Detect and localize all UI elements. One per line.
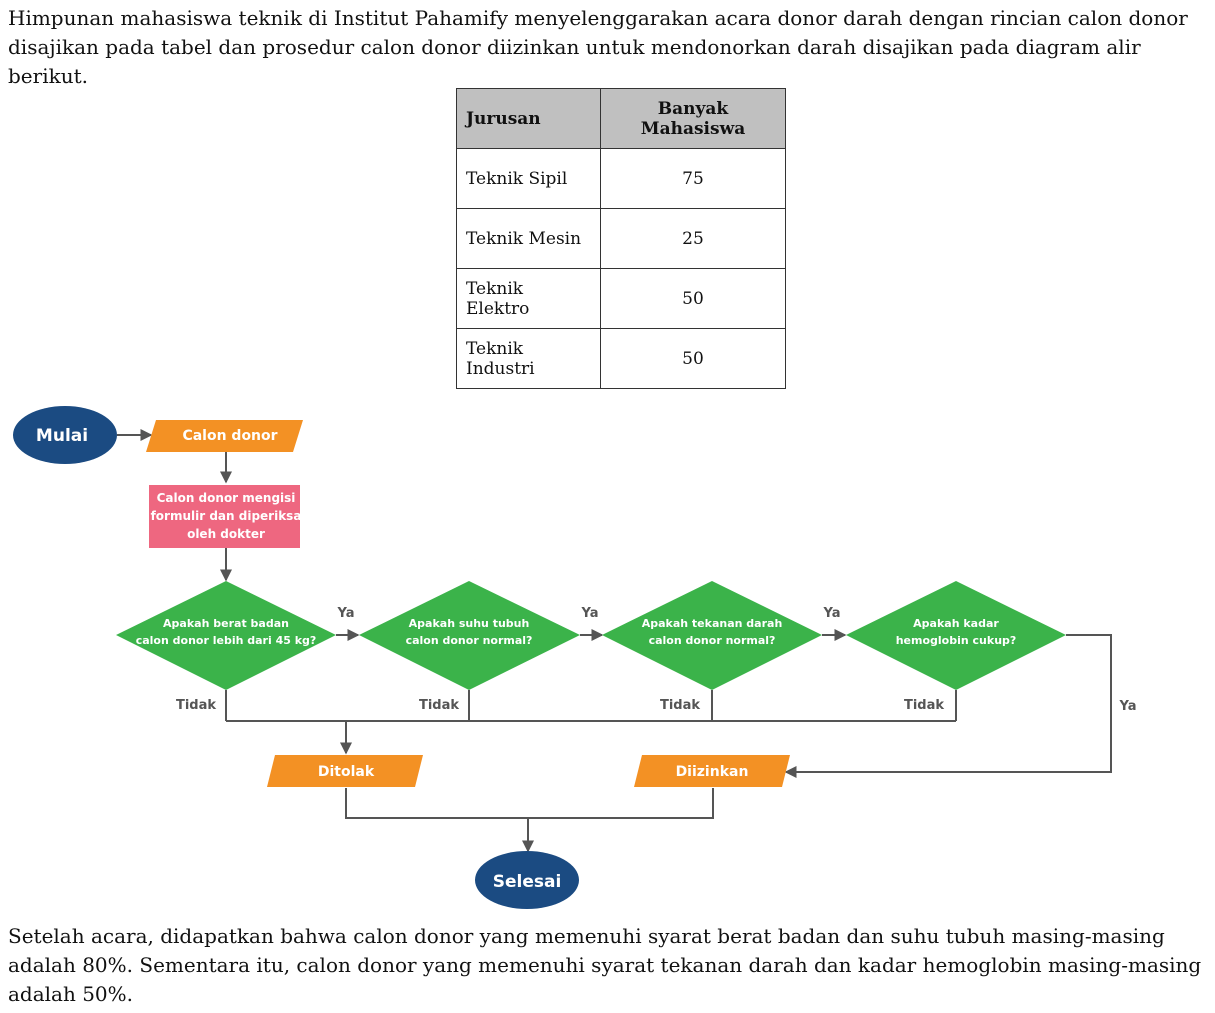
rejected-label: Ditolak [318,764,375,780]
column-header-banyak: Banyak Mahasiswa [600,88,786,149]
input-label: Calon donor [182,428,277,444]
decision4-line2: hemoglobin cukup? [896,634,1017,647]
start-label: Mulai [36,426,88,446]
no-label-d1: Tidak [176,698,216,713]
input-calon-donor [146,420,303,452]
count-cell: 50 [600,268,786,329]
jurusan-cell: Teknik Mesin [456,208,601,269]
line-rejected-allowed-join [345,788,714,819]
flowchart: Mulai Calon donor Calon donor mengisi fo… [13,406,1137,909]
table-row: Teknik Industri 50 [456,328,786,389]
process-label-line2: formulir dan diperiksa [151,509,302,523]
end-terminal [475,851,579,909]
decision4-line1: Apakah kadar [913,617,999,630]
table-row: Teknik Elektro 50 [456,268,786,329]
no-label-d3: Tidak [660,698,700,713]
yes-label-d1: Ya [337,606,355,621]
decision-suhu-tubuh [359,581,580,690]
process-label-line3: oleh dokter [187,527,265,541]
end-label: Selesai [493,872,562,892]
decision3-line1: Apakah tekanan darah [642,617,783,630]
table-row: Teknik Mesin 25 [456,208,786,269]
intro-paragraph: Himpunan mahasiswa teknik di Institut Pa… [8,6,1188,88]
yes-label-d3: Ya [823,606,841,621]
decision-berat-badan [116,581,336,690]
count-cell: 25 [600,208,786,269]
decision1-line2: calon donor lebih dari 45 kg? [136,634,317,647]
yes-label-d4: Ya [1119,699,1137,714]
arrow-d4-yes-to-allowed [784,634,1112,778]
student-table: Jurusan Banyak Mahasiswa Teknik Sipil 75… [456,88,786,389]
count-cell: 50 [600,328,786,389]
output-diizinkan [634,755,790,787]
decision3-line2: calon donor normal? [649,634,776,647]
decision-tekanan-darah [602,581,822,690]
jurusan-cell: Teknik Industri [456,328,601,389]
start-terminal [13,406,117,464]
output-ditolak [267,755,423,787]
process-label-line1: Calon donor mengisi [157,491,296,505]
decision1-line1: Apakah berat badan [163,617,289,630]
decision2-line2: calon donor normal? [406,634,533,647]
table-row: Teknik Sipil 75 [456,148,786,209]
jurusan-cell: Teknik Elektro [456,268,601,329]
decision-hemoglobin [846,581,1066,690]
allowed-label: Diizinkan [676,764,749,780]
connector-lines [117,429,1112,853]
yes-label-d2: Ya [581,606,599,621]
jurusan-cell: Teknik Sipil [456,148,601,209]
count-cell: 75 [600,148,786,209]
table-header-row: Jurusan Banyak Mahasiswa [456,88,786,149]
column-header-jurusan: Jurusan [456,88,601,149]
decision2-line1: Apakah suhu tubuh [409,617,530,630]
no-label-d4: Tidak [904,698,944,713]
process-form-check [149,485,300,548]
no-label-d2: Tidak [419,698,459,713]
outro-paragraph: Setelah acara, didapatkan bahwa calon do… [8,924,1202,1006]
